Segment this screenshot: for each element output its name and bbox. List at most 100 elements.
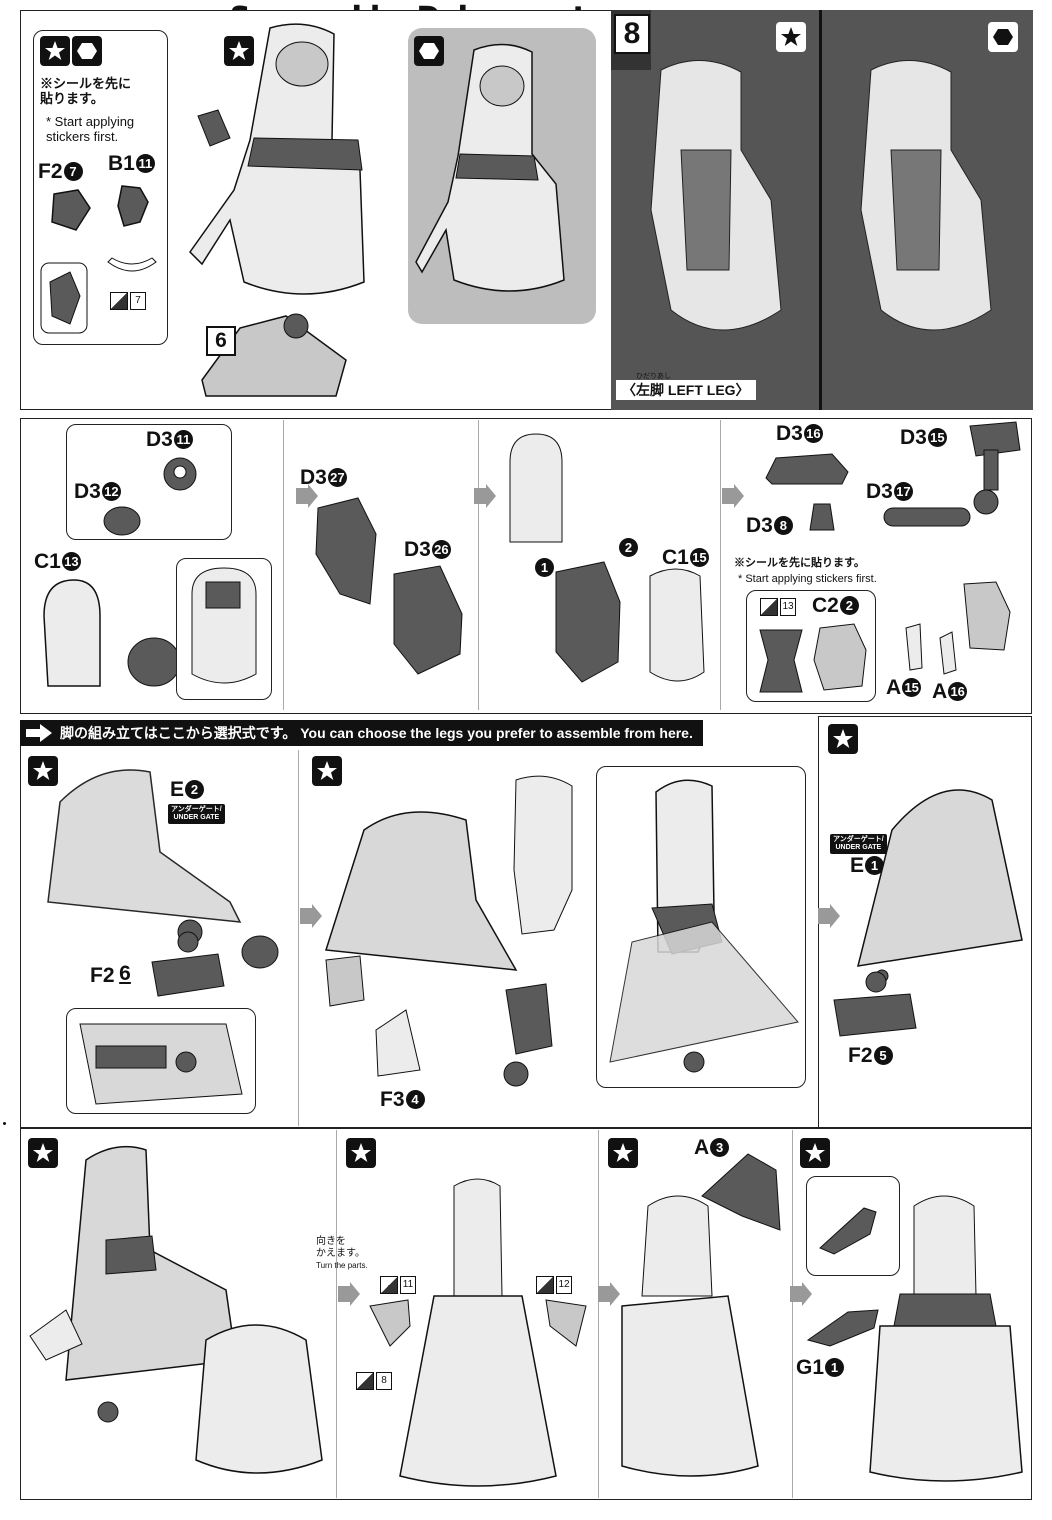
- step-number-8: 8: [614, 14, 650, 54]
- c1-13-drawing: [43, 579, 181, 687]
- f2-6-drawing: [151, 931, 225, 997]
- left-leg-label: ひだりあし 〈左脚 LEFT LEG〉: [616, 373, 756, 400]
- turn-parts-note: 向きをかえます。Turn the parts.: [316, 1236, 368, 1270]
- star-icon: [828, 724, 858, 754]
- d3-8-drawing: [809, 503, 835, 531]
- leg-sticker-application-drawing: [369, 1178, 587, 1487]
- g1-part-drawing: [806, 1309, 879, 1347]
- divider: [478, 420, 479, 710]
- d3-15-17-drawing: [883, 421, 1021, 527]
- star-icon: [776, 22, 806, 52]
- sticker-ref-12: 12: [536, 1276, 572, 1294]
- f2-5-drawing: [833, 971, 917, 1037]
- star-icon: [608, 1138, 638, 1168]
- leg-final-drawing: [869, 1195, 1023, 1482]
- step-arrow-icon: [338, 1282, 360, 1306]
- step-arrow-icon: [722, 484, 744, 508]
- g1-detail-drawing: [819, 1207, 877, 1255]
- star-icon: [28, 756, 58, 786]
- sticker-note-jp: ※シールを先に貼ります。: [40, 76, 132, 106]
- f2-detail-drawing: [79, 1023, 243, 1105]
- sticker-applied-drawing: [40, 262, 88, 334]
- d3-11-drawing: [163, 457, 197, 491]
- step-arrow-icon: [296, 484, 318, 508]
- divider: [298, 750, 299, 1126]
- banner-arrow-icon: [26, 724, 52, 742]
- star-icon: [224, 36, 254, 66]
- divider: [792, 1130, 793, 1498]
- step-arrow-icon: [598, 1282, 620, 1306]
- star-icon: [800, 1138, 830, 1168]
- leg-cover-assembly-drawing: [29, 1145, 323, 1474]
- a15-a16-drawing: [905, 581, 1011, 675]
- leg-lower-assembly-drawing: [189, 23, 365, 295]
- c2-sticker-drawing: [759, 623, 867, 693]
- assembled-leg-drawing: [609, 779, 799, 1073]
- step-arrow-icon: [474, 484, 496, 508]
- left-leg-photo: [611, 10, 1033, 410]
- f2-part-drawing: [51, 189, 91, 231]
- step-arrow-icon: [818, 904, 840, 928]
- divider: [283, 420, 284, 710]
- step-order-1: 1: [534, 556, 554, 580]
- margin-dot: [3, 1122, 6, 1125]
- photo-legs-drawing: [611, 10, 992, 410]
- hexagon-icon: [414, 36, 444, 66]
- sticker-ref-7: 7: [110, 292, 146, 310]
- leg-hexagon-variant-drawing: [415, 43, 565, 292]
- selection-banner: 脚の組み立てはここから選択式です。 You can choose the leg…: [20, 720, 703, 746]
- c1-detail-drawing: [191, 567, 257, 684]
- under-gate-badge: アンダーゲート/UNDER GATE: [830, 834, 887, 854]
- leg-frame-assembly-drawing: [325, 775, 573, 1087]
- step-arrow-icon: [790, 1282, 812, 1306]
- divider: [336, 1130, 337, 1498]
- hexagon-icon: [988, 22, 1018, 52]
- sticker-ref-13: 13: [760, 598, 796, 616]
- sticker-note-row2-en: * Start applying stickers first.: [738, 573, 877, 585]
- sticker-note-row2-jp: ※シールを先に貼ります。: [734, 557, 865, 569]
- step-order-2: 2: [618, 536, 638, 560]
- sticker-ref-11: 11: [380, 1276, 416, 1294]
- e1-part-drawing: [856, 789, 1023, 982]
- a3-assembly-drawing: [621, 1153, 781, 1477]
- ankle-joint-drawing: [201, 313, 347, 397]
- e2-part-drawing: [47, 769, 279, 969]
- star-icon: [346, 1138, 376, 1168]
- b1-part-drawing: [117, 185, 149, 227]
- c1-15-assembly-drawing: [509, 433, 705, 683]
- under-gate-badge: アンダーゲート/UNDER GATE: [168, 804, 225, 824]
- left-leg-furigana: ひだりあし: [636, 373, 671, 380]
- divider: [720, 420, 721, 710]
- divider: [598, 1130, 599, 1498]
- step-arrow-icon: [300, 904, 322, 928]
- star-icon: [28, 1138, 58, 1168]
- sub-step-number: 6: [206, 326, 236, 356]
- star-icon: [40, 36, 70, 66]
- subassembly-box: [66, 424, 232, 540]
- hexagon-icon: [72, 36, 102, 66]
- d3-16-drawing: [765, 453, 849, 485]
